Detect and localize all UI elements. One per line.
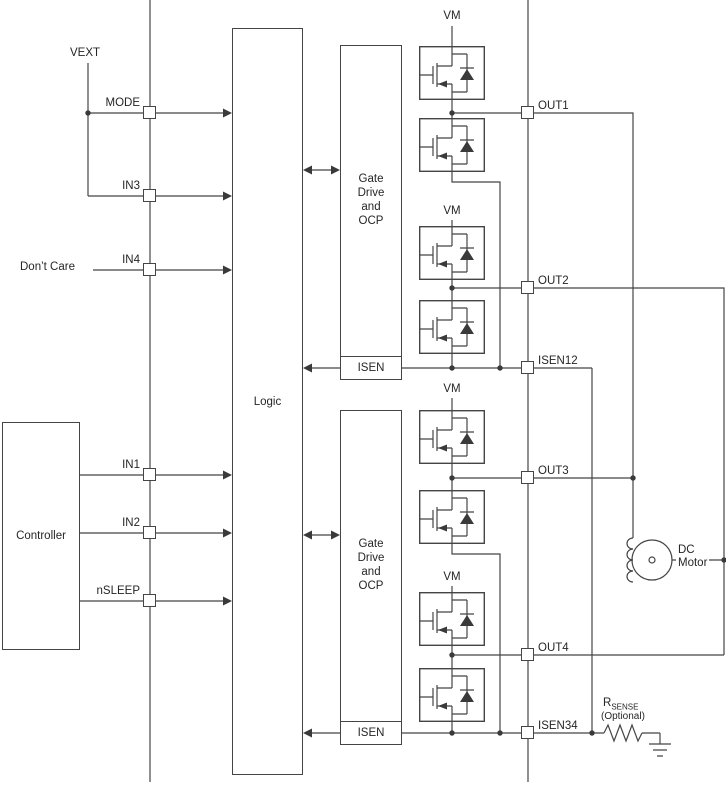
mosfet-block-5 <box>419 410 485 464</box>
pin-out3 <box>521 471 534 484</box>
motor-body-icon <box>631 539 673 581</box>
mosfet-block-8 <box>419 668 485 722</box>
isen12-arrowhead-icon <box>303 363 312 373</box>
isen34-arrowhead-icon <box>303 728 312 738</box>
bidir-top-left-arrowhead-icon <box>303 165 312 175</box>
pin-label-mode: MODE <box>105 97 141 109</box>
pin-label-in1: IN1 <box>122 459 140 471</box>
pin-mode <box>143 106 156 119</box>
pin-label-out2: OUT2 <box>538 275 569 287</box>
in4-arrowhead-icon <box>223 265 232 275</box>
gate-drive-top-label: Gate Drive and OCP <box>357 173 385 227</box>
pin-label-nsleep: nSLEEP <box>96 585 140 597</box>
motor-coil-icon <box>626 537 634 583</box>
dc-motor-label-line1: DC <box>678 544 695 556</box>
gate-drive-box-top: Gate Drive and OCP ISEN <box>340 45 402 380</box>
rsense-optional-label: (Optional) <box>601 711 645 722</box>
vext-label: VEXT <box>70 47 101 59</box>
nsleep-arrowhead-icon <box>223 596 232 606</box>
pin-out2 <box>521 281 534 294</box>
logic-label: Logic <box>253 395 282 408</box>
gate-drive-box-bottom: Gate Drive and OCP ISEN <box>340 410 402 745</box>
pin-isen12 <box>521 361 534 374</box>
out1-wire <box>452 112 634 538</box>
rsense-label-main: R <box>603 697 612 709</box>
mosfet-icon <box>419 592 485 646</box>
rsense-label-sub: SENSE <box>611 702 639 712</box>
dc-motor-label: DC Motor <box>676 544 710 570</box>
isen-section-top: ISEN <box>341 356 401 379</box>
vm-label-1: VM <box>443 10 461 22</box>
bidir-bottom-right-arrowhead-icon <box>331 530 340 540</box>
bidir-bottom-left-arrowhead-icon <box>303 530 312 540</box>
pin-out1 <box>521 106 534 119</box>
motor-shaft-icon <box>648 556 656 564</box>
junction-dots-group <box>85 110 726 736</box>
mosfet-icon <box>419 46 485 100</box>
out2-wire <box>452 287 725 655</box>
pin-label-in2: IN2 <box>122 517 140 529</box>
controller-box: Controller <box>2 422 80 650</box>
isen-section-bottom: ISEN <box>341 721 401 744</box>
mosfet-block-3 <box>419 226 485 280</box>
mosfet-icon <box>419 490 485 544</box>
dc-motor-label-line2: Motor <box>678 557 708 569</box>
mosfet-block-7 <box>419 592 485 646</box>
rsense-label: RSENSE <box>603 697 638 711</box>
in2-arrowhead-icon <box>223 528 232 538</box>
pin-label-isen34: ISEN34 <box>538 720 578 732</box>
mosfet-block-6 <box>419 490 485 544</box>
pin-isen34 <box>521 726 534 739</box>
wires-group <box>80 0 725 782</box>
mosfet-icon <box>419 300 485 354</box>
dont-care-label: Don’t Care <box>20 261 75 273</box>
vm-label-2: VM <box>443 205 461 217</box>
logic-box: Logic <box>232 28 303 775</box>
mosfet-icon <box>419 118 485 172</box>
vm-label-4: VM <box>443 571 461 583</box>
pin-out4 <box>521 648 534 661</box>
bidir-top-right-arrowhead-icon <box>331 165 340 175</box>
controller-label: Controller <box>16 530 66 542</box>
pin-label-out3: OUT3 <box>538 465 569 477</box>
pin-in4 <box>143 263 156 276</box>
vm-label-3: VM <box>443 383 461 395</box>
mosfet-block-4 <box>419 300 485 354</box>
ground-icon <box>649 733 671 757</box>
pin-label-isen12: ISEN12 <box>538 355 578 367</box>
mosfet-icon <box>419 410 485 464</box>
gate-drive-bottom-label: Gate Drive and OCP <box>357 538 385 592</box>
pin-label-in3: IN3 <box>122 180 140 192</box>
pin-label-out4: OUT4 <box>538 642 569 654</box>
arrowheads-group <box>223 108 340 738</box>
rsense-resistor-icon <box>603 723 643 743</box>
mosfet-icon <box>419 668 485 722</box>
mosfet-icon <box>419 226 485 280</box>
mode-arrowhead-icon <box>223 108 232 118</box>
mosfet-block-1 <box>419 46 485 100</box>
pin-nsleep <box>143 594 156 607</box>
in1-arrowhead-icon <box>223 470 232 480</box>
in3-arrowhead-icon <box>223 191 232 201</box>
mosfet-block-2 <box>419 118 485 172</box>
pin-label-in4: IN4 <box>122 254 140 266</box>
pin-label-out1: OUT1 <box>538 100 569 112</box>
pin-in2 <box>143 526 156 539</box>
pin-in3 <box>143 189 156 202</box>
pin-in1 <box>143 468 156 481</box>
